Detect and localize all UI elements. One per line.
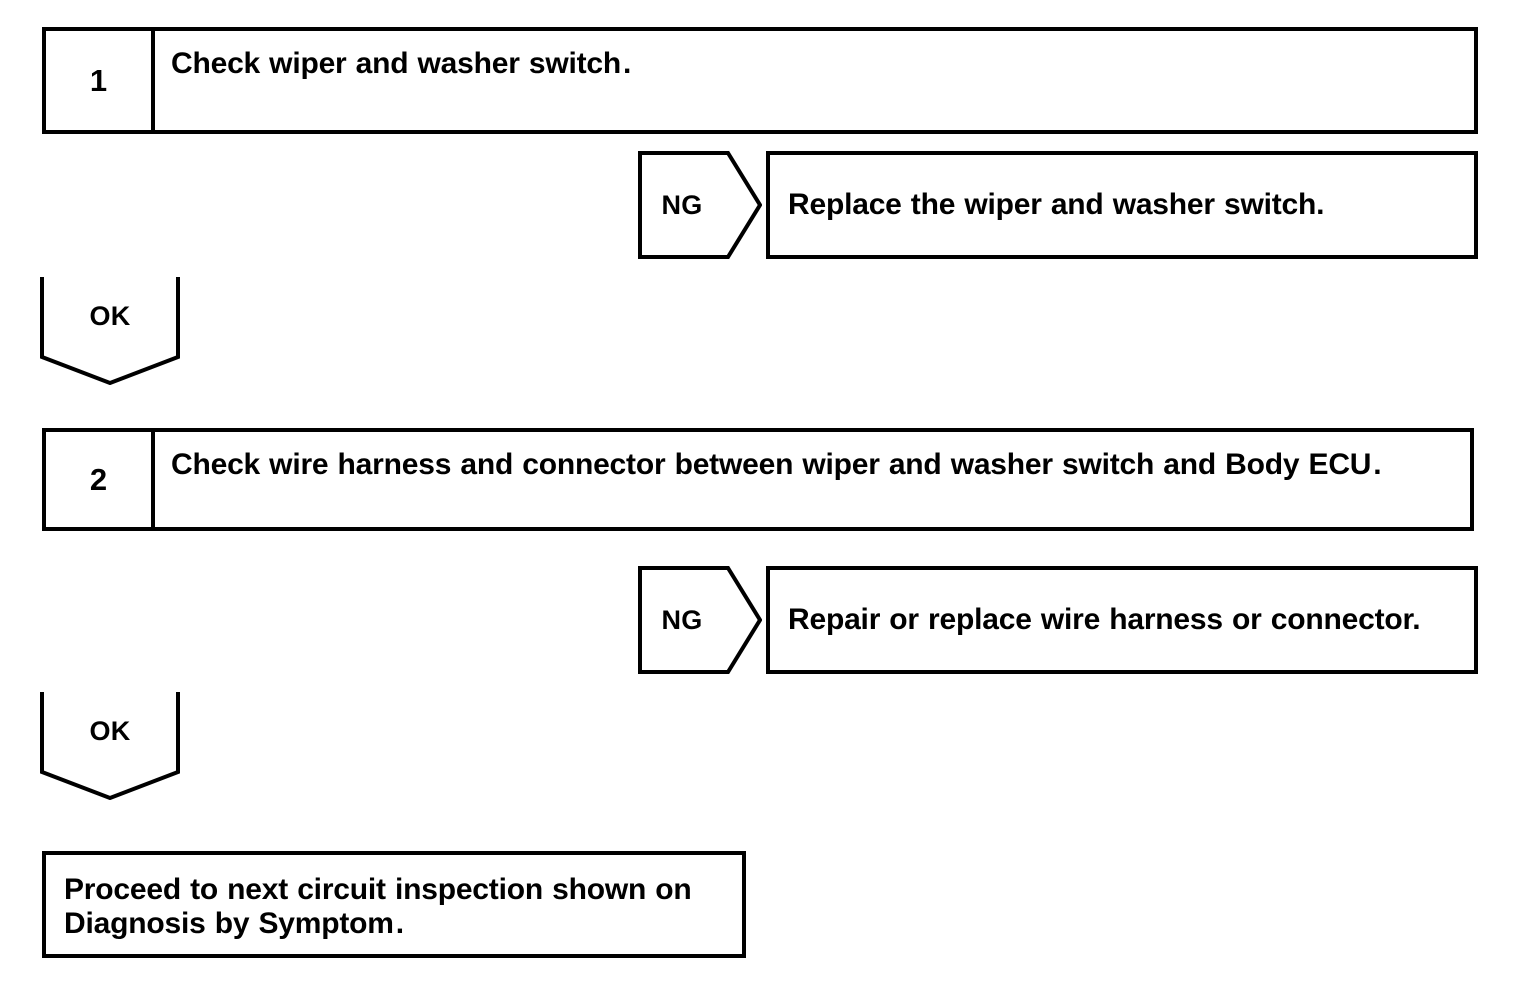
step-number-2: 2: [46, 432, 155, 527]
step-box-1[interactable]: 1 Check wiper and washer switch.: [42, 27, 1478, 134]
step-number-1: 1: [46, 31, 155, 130]
final-result-line-2: Diagnosis by Symptom: [64, 906, 394, 940]
ng-result-text-1: Replace the wiper and washer switch.: [788, 188, 1325, 222]
step-text-1-period: .: [623, 47, 632, 80]
final-result-text: Proceed to next circuit inspection shown…: [46, 855, 706, 940]
final-result-line-1: Proceed to next circuit inspection shown…: [64, 873, 692, 906]
step-text-1-body: Check wiper and washer switch: [171, 47, 622, 80]
ok-arrow-2: OK: [40, 690, 180, 800]
step-text-2-body: Check wire harness and connector between…: [171, 448, 1372, 481]
ok-arrow-1: OK: [40, 275, 180, 385]
final-result-box[interactable]: Proceed to next circuit inspection shown…: [42, 851, 746, 958]
ng-result-box-1[interactable]: Replace the wiper and washer switch.: [766, 151, 1478, 259]
ng-result-box-2[interactable]: Repair or replace wire harness or connec…: [766, 566, 1478, 674]
step-text-1: Check wiper and washer switch.: [155, 31, 1474, 130]
ok-arrow-2-label: OK: [89, 715, 131, 746]
ng-arrow-2: NG: [638, 566, 762, 674]
ng-result-text-2: Repair or replace wire harness or connec…: [788, 603, 1421, 637]
ok-arrow-1-label: OK: [89, 300, 131, 331]
final-result-period: .: [395, 906, 404, 940]
ng-arrow-2-label: NG: [661, 604, 703, 635]
ng-arrow-1-label: NG: [661, 189, 703, 220]
ng-arrow-1: NG: [638, 151, 762, 259]
step-text-2-period: .: [1373, 448, 1382, 481]
step-text-2: Check wire harness and connector between…: [155, 432, 1470, 527]
step-box-2[interactable]: 2 Check wire harness and connector betwe…: [42, 428, 1474, 531]
